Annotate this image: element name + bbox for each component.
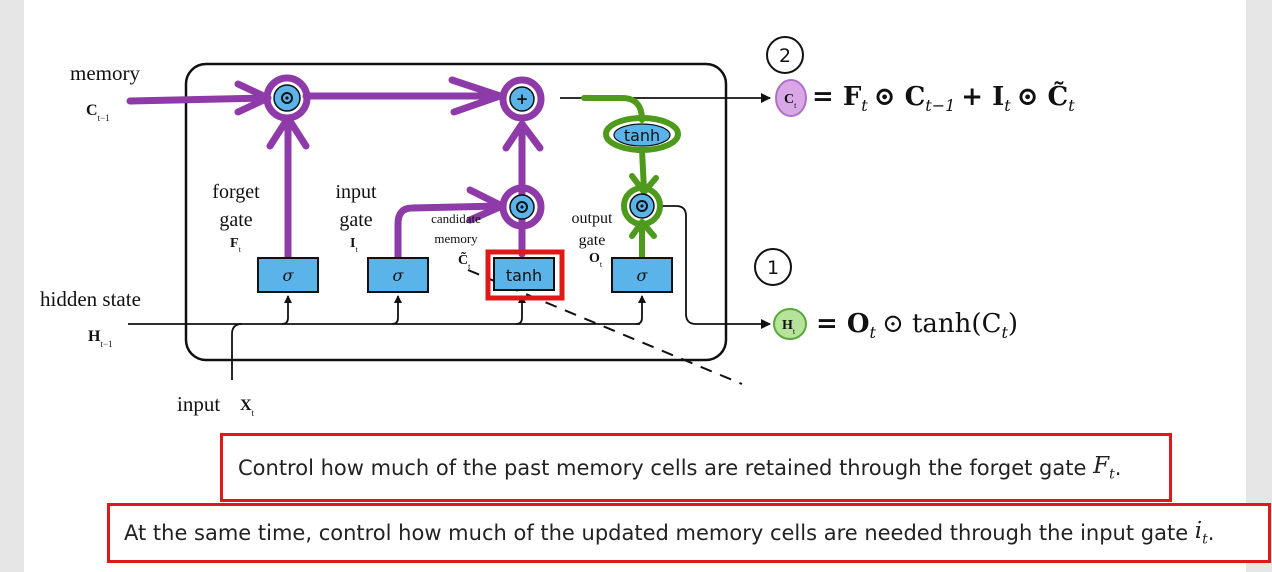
input-gate-line2: gate: [339, 209, 372, 231]
hidden-state-equation: = Ot⊙ tanh(Ct): [816, 309, 1018, 342]
forget-gate-line1: forget: [212, 181, 260, 203]
sigma-input: σ: [393, 266, 405, 285]
candidate-tanh-box: tanh: [485, 249, 565, 301]
cell-state-equation: = Ft⊙ Ct−1+ It⊙ C̃t: [812, 81, 1075, 115]
input-multiply-node: [509, 194, 535, 220]
input-note-end: .: [1207, 521, 1215, 545]
sigma-forget: σ: [283, 266, 295, 285]
svg-text:Ht: Ht: [782, 318, 796, 336]
svg-text:1: 1: [767, 257, 779, 279]
output-gate-line2: gate: [579, 232, 606, 249]
svg-text:Ct: Ct: [784, 92, 797, 110]
output-gate-line1: output: [572, 210, 613, 227]
output-tanh-label: tanh: [624, 126, 660, 145]
forget-note-var: Ft: [1093, 452, 1115, 483]
x-input-label: Xt: [240, 397, 255, 418]
candidate-symbol: C̃t: [458, 251, 471, 271]
plus-symbol: +: [516, 90, 529, 108]
forget-gate-note: Control how much of the past memory cell…: [220, 433, 1172, 502]
candidate-tanh-label: tanh: [506, 266, 542, 285]
input-gate-note: At the same time, control how much of th…: [107, 503, 1271, 563]
forget-note-end: .: [1114, 455, 1122, 480]
forget-multiply-node: [273, 84, 301, 112]
c-prev-label: Ct−1: [86, 102, 110, 123]
step-2-marker: 2: [766, 36, 804, 74]
green-pathway: [581, 95, 681, 263]
forget-gate-box: σ: [257, 257, 319, 293]
c-t-node: Ct: [775, 79, 807, 117]
input-label: input: [177, 392, 220, 416]
output-gate-symbol: Ot: [589, 251, 603, 269]
forget-note-text: Control how much of the past memory cell…: [238, 455, 1094, 480]
black-connections: [128, 93, 771, 380]
input-note-var: it: [1194, 518, 1208, 548]
lstm-diagram: + tanh σ σ tanh σ memory Ct−1 hidden sta…: [40, 36, 1075, 418]
candidate-line2: memory: [434, 231, 478, 246]
hidden-state-label: hidden state: [40, 287, 141, 311]
input-gate-box: σ: [367, 257, 429, 293]
forget-gate-line2: gate: [219, 209, 252, 231]
step-1-marker: 1: [754, 248, 792, 286]
sigma-output: σ: [637, 266, 649, 285]
h-prev-label: Ht−1: [88, 328, 113, 349]
svg-text:2: 2: [779, 45, 791, 67]
input-gate-symbol: It: [350, 236, 358, 254]
purple-pathway: [126, 74, 545, 264]
lstm-cell-box: [184, 62, 728, 362]
input-note-text: At the same time, control how much of th…: [124, 521, 1195, 545]
output-gate-box: σ: [611, 257, 673, 293]
h-t-node: Ht: [773, 308, 807, 340]
forget-gate-symbol: Ft: [230, 236, 242, 254]
input-gate-line1: input: [335, 181, 377, 203]
scrollbar-track[interactable]: [1246, 0, 1272, 572]
output-tanh-node: tanh: [613, 123, 671, 147]
memory-label: memory: [70, 61, 140, 85]
output-multiply-node: [629, 193, 655, 219]
add-node: +: [509, 86, 535, 112]
candidate-line1: candidate: [431, 211, 481, 226]
